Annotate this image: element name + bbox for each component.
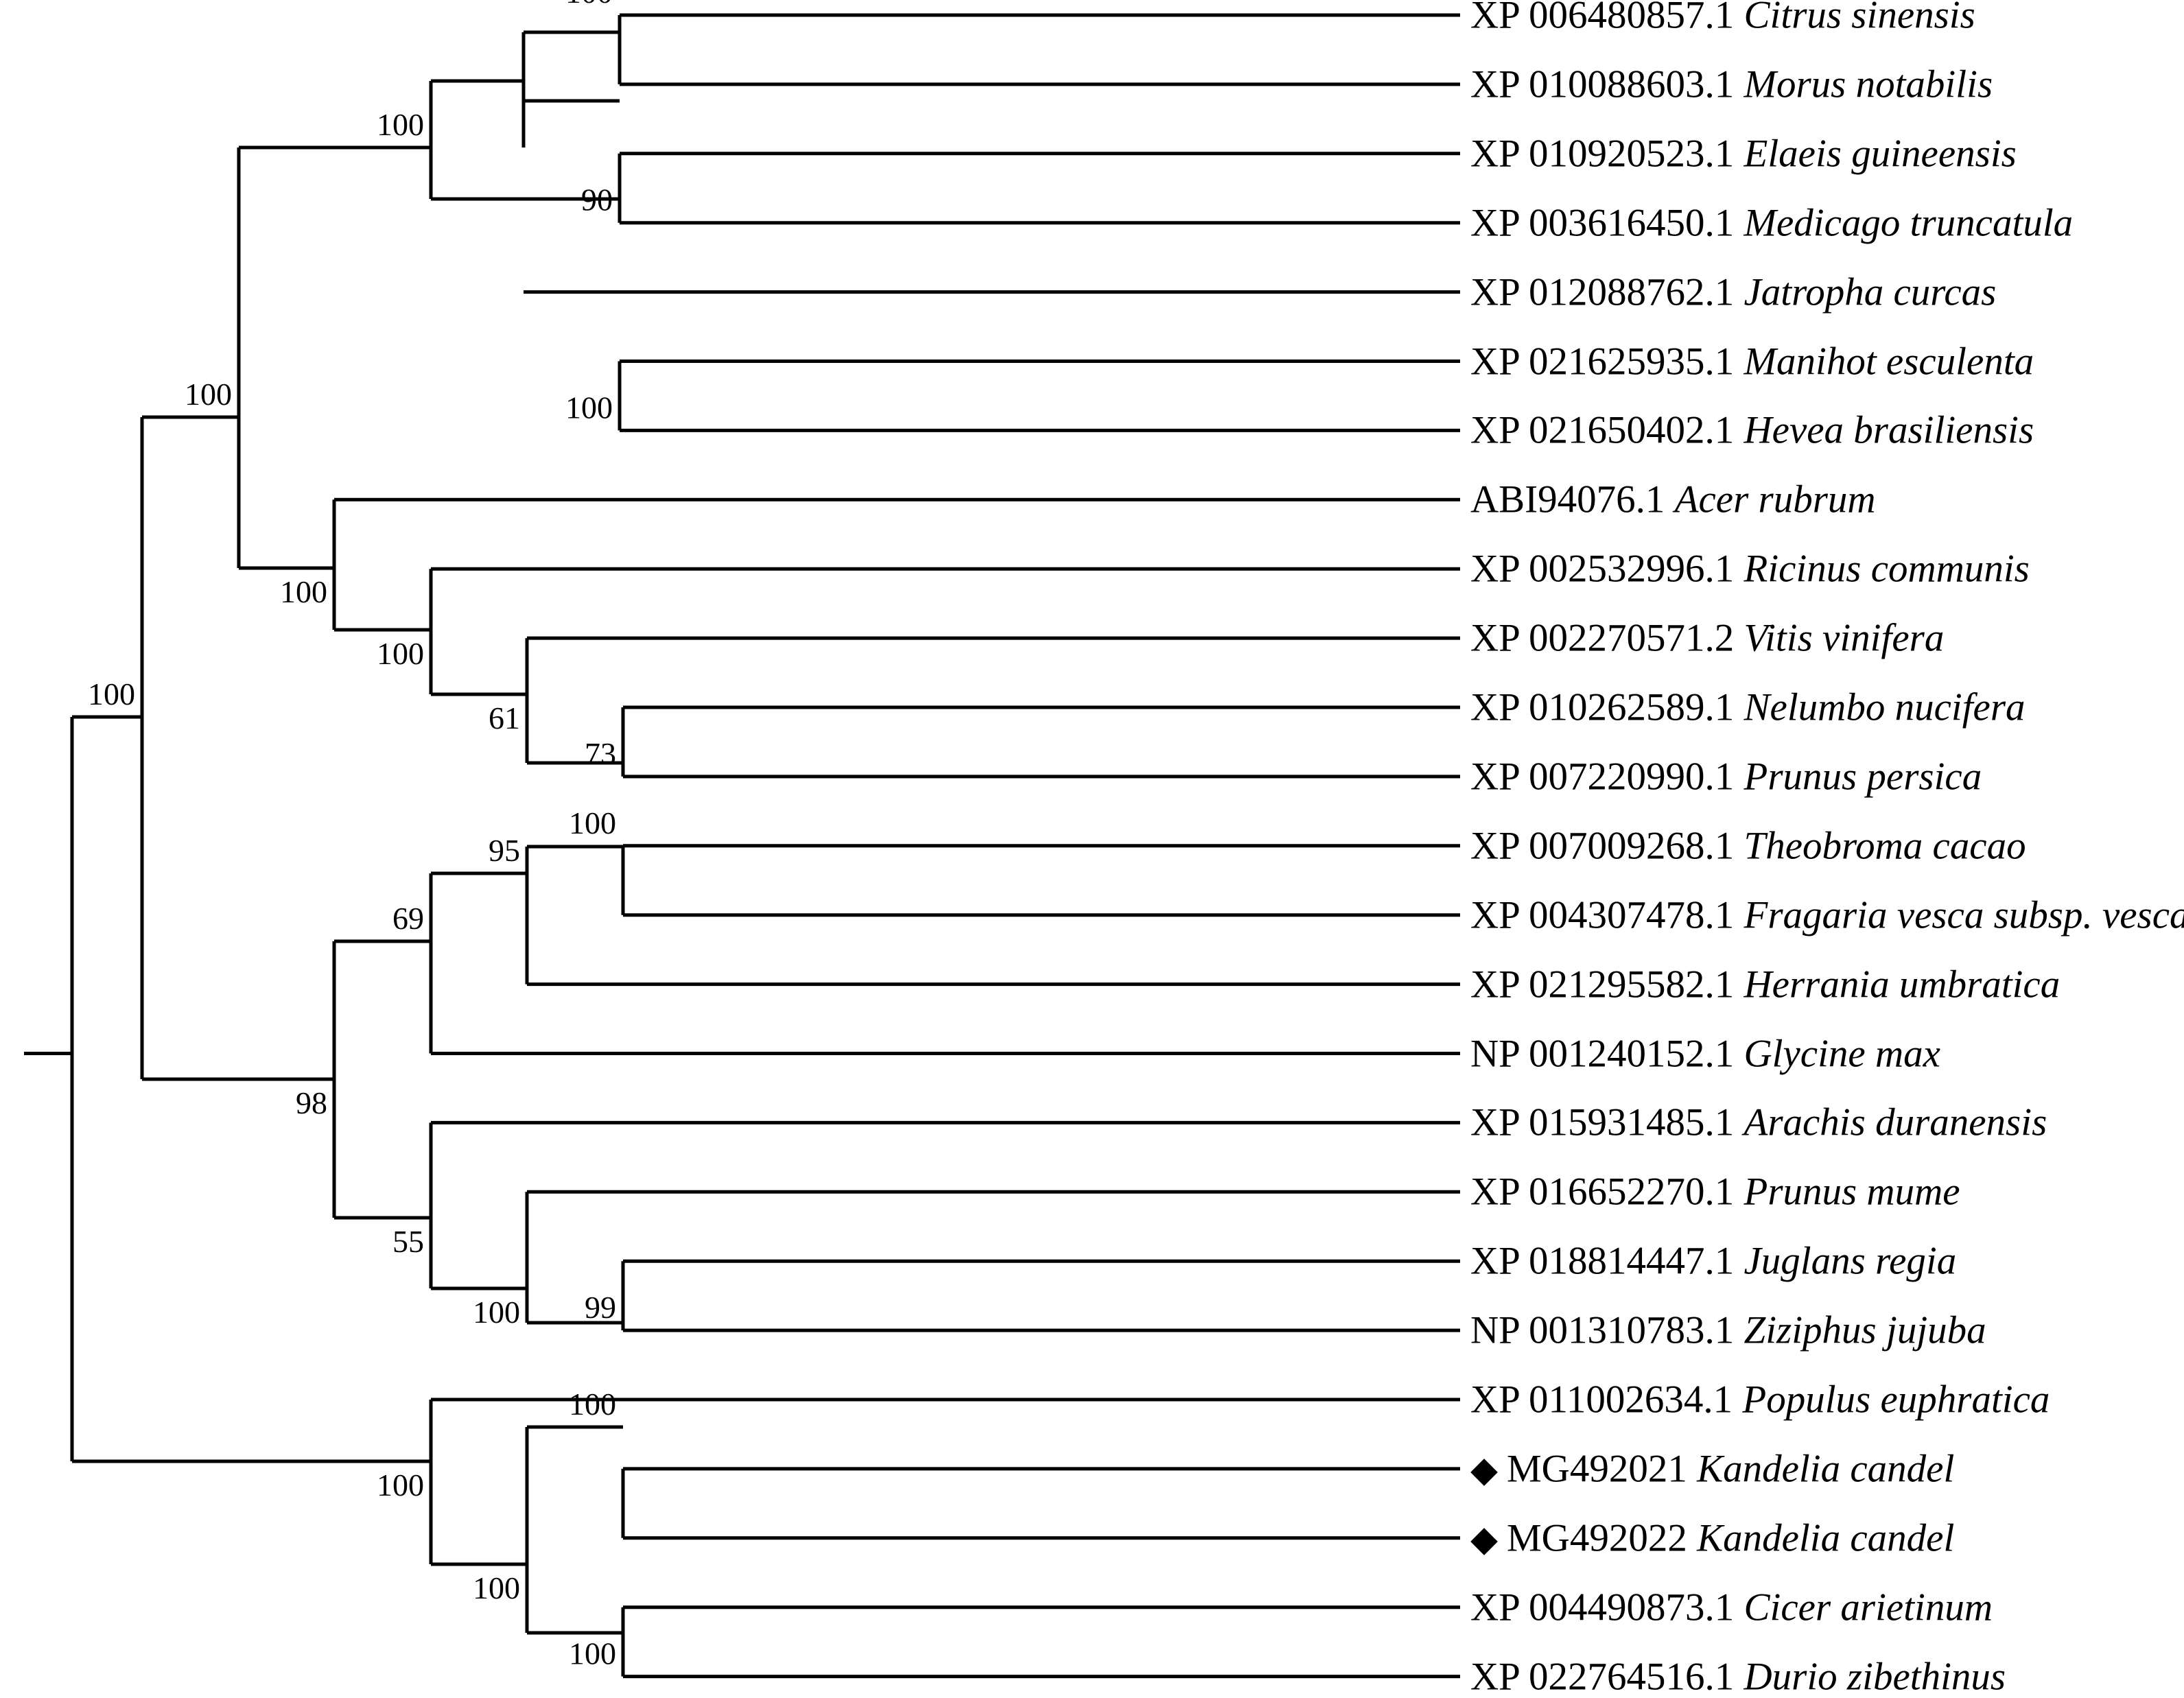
leaf-accession: XP 018814447.1 (1470, 1240, 1744, 1283)
leaf-species-name: Herrania umbratica (1744, 963, 2060, 1006)
leaf-species-name: Juglans regia (1744, 1240, 1957, 1283)
leaf-accession: XP 015931485.1 (1470, 1101, 1744, 1144)
bootstrap-value-n-nelumbo-prunus: 73 (585, 736, 616, 771)
leaf-accession: XP 002532996.1 (1470, 547, 1744, 591)
leaf-accession: ABI94076.1 (1470, 478, 1675, 521)
leaf-label-row-5: XP 012088762.1 Jatropha curcas (1470, 272, 1996, 311)
leaf-label-row-1: XP 006480857.1 Citrus sinensis (1470, 0, 1975, 35)
leaf-accession: XP 003616450.1 (1470, 201, 1744, 244)
bootstrap-value-n-theobroma-fragaria: 100 (569, 805, 616, 840)
leaf-species-name: Nelumbo nucifera (1744, 686, 2026, 729)
leaf-accession: MG492021 (1507, 1447, 1697, 1490)
leaf-species-name: Ziziphus jujuba (1744, 1309, 1986, 1352)
leaf-species-name: Kandelia candel (1697, 1447, 1954, 1490)
leaf-label-row-22: ◆ MG492021 Kandelia candel (1470, 1449, 1954, 1488)
leaf-label-row-11: XP 010262589.1 Nelumbo nucifera (1470, 688, 2026, 727)
leaf-species-name: Medicago truncatula (1744, 201, 2074, 244)
bootstrap-value-n-manihot-hevea: 100 (565, 390, 613, 425)
bootstrap-value-n-citrus-morus: 100 (565, 0, 613, 10)
leaf-accession: XP 011002634.1 (1470, 1378, 1742, 1422)
bootstrap-value-n-clade-c1: 100 (473, 1570, 520, 1605)
leaf-species-name: Manihot esculenta (1744, 340, 2034, 383)
bootstrap-value-n-clade-c: 100 (377, 1467, 424, 1502)
leaf-label-row-12: XP 007220990.1 Prunus persica (1470, 757, 1982, 796)
leaf-species-name: Morus notabilis (1744, 62, 1993, 106)
leaf-label-row-4: XP 003616450.1 Medicago truncatula (1470, 203, 2073, 242)
leaf-accession: XP 021295582.1 (1470, 963, 1744, 1006)
leaf-accession: NP 001310783.1 (1470, 1309, 1744, 1352)
leaf-species-name: Glycine max (1744, 1032, 1940, 1075)
leaf-species-name: Populus euphratica (1742, 1378, 2050, 1422)
leaf-label-row-19: XP 018814447.1 Juglans regia (1470, 1242, 1956, 1281)
leaf-label-row-2: XP 010088603.1 Morus notabilis (1470, 64, 1993, 104)
leaf-label-row-25: XP 022764516.1 Durio zibethinus (1470, 1657, 2006, 1696)
leaf-species-name: Citrus sinensis (1744, 0, 1975, 37)
leaf-species-name: Kandelia candel (1697, 1516, 1954, 1559)
bootstrap-value-n-cicer-durio: 100 (569, 1636, 616, 1671)
leaf-label-row-16: NP 001240152.1 Glycine max (1470, 1034, 1940, 1073)
bootstrap-value-n-kandelia: 100 (569, 1387, 616, 1422)
leaf-label-row-20: NP 001310783.1 Ziziphus jujuba (1470, 1311, 1986, 1350)
leaf-species-name: Prunus persica (1744, 755, 1982, 798)
diamond-marker-icon: ◆ (1470, 1520, 1507, 1559)
leaf-label-row-13: XP 007009268.1 Theobroma cacao (1470, 826, 2026, 865)
leaf-species-name: Theobroma cacao (1744, 824, 2026, 867)
leaf-accession: XP 012088762.1 (1470, 270, 1744, 314)
leaf-species-name: Hevea brasiliensis (1744, 409, 2034, 452)
bootstrap-value-n-ricinus-group: 100 (377, 636, 424, 671)
bootstrap-value-n-clade-b2: 55 (392, 1224, 424, 1259)
leaf-label-row-14: XP 004307478.1 Fragaria vesca subsp. ves… (1470, 895, 2184, 934)
leaf-species-name: Acer rubrum (1675, 478, 1876, 521)
bootstrap-value-n-elaeis-medicago: 90 (581, 182, 613, 217)
leaf-species-name: Vitis vinifera (1744, 617, 1945, 660)
bootstrap-value-n-theo-frag-grp: 95 (489, 833, 520, 868)
leaf-species-name: Elaeis guineensis (1744, 132, 2017, 175)
bootstrap-value-n-root-upper: 100 (88, 676, 135, 711)
bootstrap-value-n-juglans-ziziphus: 99 (585, 1290, 616, 1325)
leaf-accession: XP 010088603.1 (1470, 62, 1744, 106)
leaf-label-row-21: XP 011002634.1 Populus euphratica (1470, 1380, 2050, 1419)
leaf-label-row-10: XP 002270571.2 Vitis vinifera (1470, 619, 1944, 658)
leaf-accession: XP 002270571.2 (1470, 617, 1744, 660)
leaf-species-name: Prunus mume (1744, 1170, 1960, 1214)
leaf-accession: XP 004307478.1 (1470, 893, 1744, 936)
leaf-label-row-15: XP 021295582.1 Herrania umbratica (1470, 965, 2060, 1004)
bootstrap-value-n-acer-group: 100 (280, 574, 327, 609)
leaf-label-row-7: XP 021650402.1 Hevea brasiliensis (1470, 411, 2034, 450)
leaf-label-row-23: ◆ MG492022 Kandelia candel (1470, 1518, 1954, 1557)
leaf-accession: MG492022 (1507, 1516, 1697, 1559)
leaf-species-name: Fragaria vesca subsp. vesca (1744, 893, 2184, 936)
leaf-label-row-9: XP 002532996.1 Ricinus communis (1470, 550, 2030, 589)
leaf-accession: NP 001240152.1 (1470, 1032, 1744, 1075)
leaf-accession: XP 007220990.1 (1470, 755, 1744, 798)
leaf-label-row-8: ABI94076.1 Acer rubrum (1470, 480, 1876, 519)
leaf-species-name: Durio zibethinus (1744, 1655, 2006, 1698)
leaf-accession: XP 021625935.1 (1470, 340, 1744, 383)
leaf-accession: XP 004490873.1 (1470, 1585, 1744, 1629)
leaf-accession: XP 021650402.1 (1470, 409, 1744, 452)
leaf-label-row-18: XP 016652270.1 Prunus mume (1470, 1172, 1960, 1212)
leaf-accession: XP 007009268.1 (1470, 824, 1744, 867)
leaf-accession: XP 006480857.1 (1470, 0, 1744, 37)
leaf-accession: XP 010262589.1 (1470, 686, 1744, 729)
leaf-species-name: Ricinus communis (1744, 547, 2030, 591)
leaf-species-name: Cicer arietinum (1744, 1585, 1993, 1629)
bootstrap-value-n-clade-a: 100 (185, 377, 232, 412)
leaf-accession: XP 010920523.1 (1470, 132, 1744, 175)
bootstrap-value-n-clade-a1: 100 (377, 107, 424, 142)
bootstrap-value-n-prunusmume-grp: 100 (473, 1295, 520, 1330)
bootstrap-value-n-clade-b1: 69 (392, 901, 424, 936)
leaf-label-row-17: XP 015931485.1 Arachis duranensis (1470, 1103, 2047, 1142)
leaf-label-row-6: XP 021625935.1 Manihot esculenta (1470, 342, 2034, 381)
leaf-label-row-3: XP 010920523.1 Elaeis guineensis (1470, 134, 2017, 173)
leaf-accession: XP 022764516.1 (1470, 1655, 1744, 1698)
bootstrap-value-n-clade-b: 98 (296, 1085, 327, 1120)
leaf-label-row-24: XP 004490873.1 Cicer arietinum (1470, 1588, 1993, 1627)
leaf-species-name: Arachis duranensis (1744, 1101, 2047, 1144)
leaf-accession: XP 016652270.1 (1470, 1170, 1744, 1214)
bootstrap-value-n-vitis-group: 61 (489, 700, 520, 735)
leaf-species-name: Jatropha curcas (1744, 270, 1997, 314)
diamond-marker-icon: ◆ (1470, 1450, 1507, 1489)
